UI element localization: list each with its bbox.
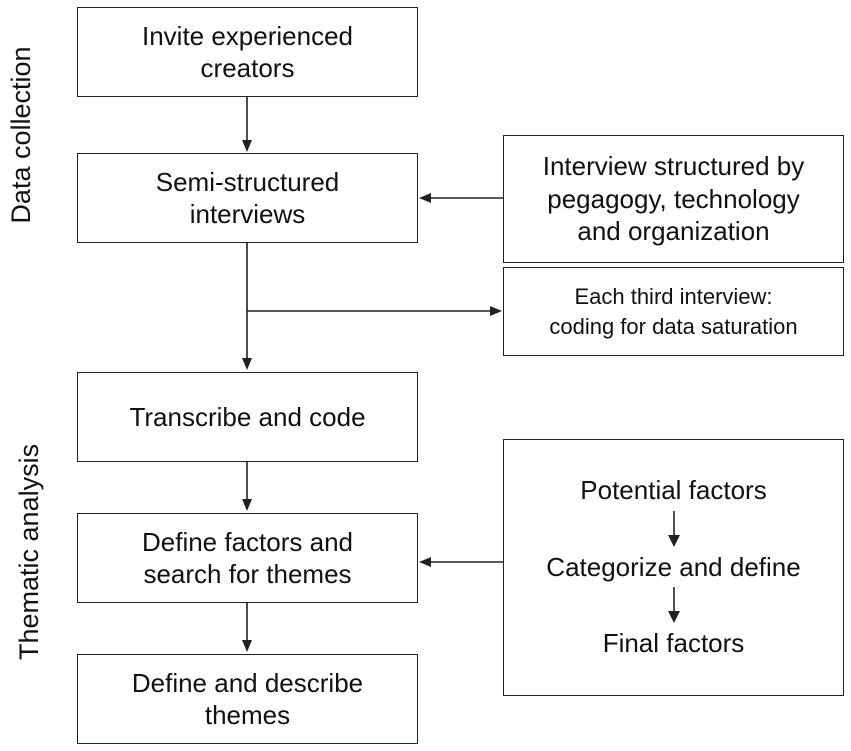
- box-semi-structured-interviews: Semi-structured interviews: [77, 153, 418, 243]
- define-factors-line-2: search for themes: [143, 559, 352, 589]
- semi-line-2: interviews: [189, 199, 306, 229]
- interview-structured-line-2: pegagogy, technology: [547, 183, 800, 214]
- box-transcribe-and-code: Transcribe and code: [77, 372, 418, 462]
- define-describe-line-2: themes: [204, 700, 291, 730]
- define-describe-line-1: Define and describe: [131, 667, 364, 698]
- box-define-factors: Define factors and search for themes: [77, 513, 418, 603]
- section-label-data-collection: Data collection: [6, 46, 36, 224]
- define-factors-line-1: Define factors and: [141, 526, 353, 557]
- categorize-define-label: Categorize and define: [546, 551, 801, 582]
- interview-structured-line-1: Interview structured by: [542, 151, 805, 182]
- box-define-describe-themes: Define and describe themes: [77, 654, 418, 744]
- final-factors-label: Final factors: [602, 628, 745, 658]
- invite-line-2: creators: [200, 53, 295, 83]
- third-interview-line-2: coding for data saturation: [549, 313, 798, 339]
- arrow-down-icon: [667, 587, 680, 623]
- box-interview-structured: Interview structured by pegagogy, techno…: [503, 135, 844, 263]
- potential-factors-label: Potential factors: [580, 475, 767, 505]
- box-invite-creators: Invite experienced creators: [77, 7, 418, 97]
- transcribe-line-1: Transcribe and code: [129, 401, 366, 432]
- box-factors-process: Potential factors Categorize and define …: [503, 439, 844, 696]
- box-third-interview: Each third interview: coding for data sa…: [503, 267, 844, 356]
- arrow-down-icon: [667, 510, 680, 547]
- interview-structured-line-3: and organization: [577, 216, 770, 247]
- semi-line-1: Semi-structured: [155, 166, 340, 197]
- section-label-thematic-analysis: Thematic analysis: [14, 443, 44, 660]
- invite-line-1: Invite experienced: [141, 20, 354, 51]
- third-interview-line-1: Each third interview:: [574, 283, 773, 309]
